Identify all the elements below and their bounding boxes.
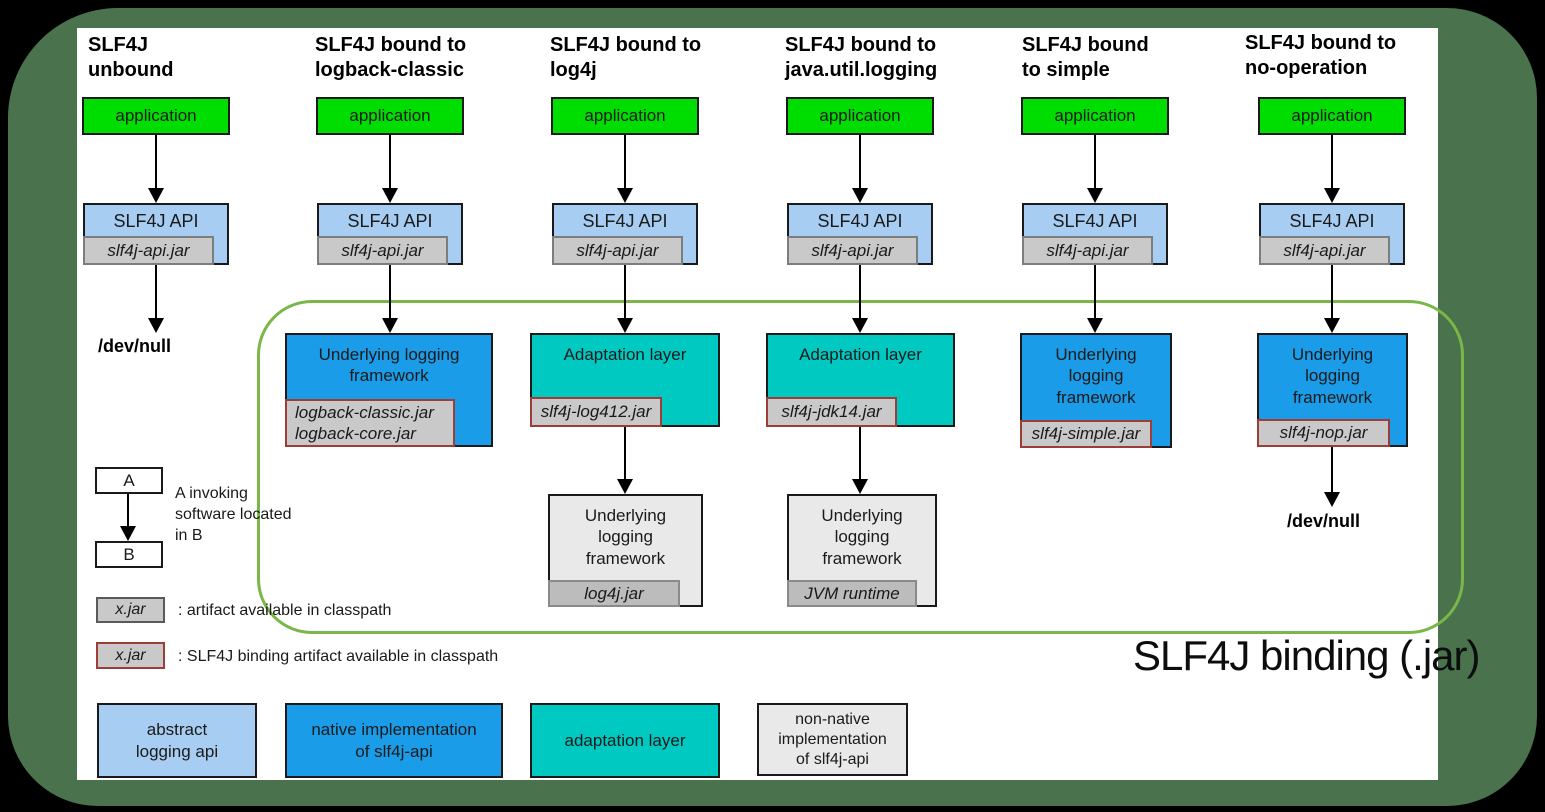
arrow-line [624, 427, 626, 481]
slf4j-api-label: SLF4J API [347, 211, 433, 231]
artifact-jar-box-jvm: JVM runtime [787, 580, 917, 607]
arrow-head [617, 188, 633, 203]
binding-jar-box-log4j: slf4j-log412.jar [530, 397, 662, 427]
slf4j-api-jar-box: slf4j-api.jar [83, 236, 214, 265]
slf4j-api-box: SLF4J API slf4j-api.jar [1022, 203, 1168, 265]
binding-outline-label: SLF4J binding (.jar) [1133, 632, 1480, 679]
underlying-framework-label: Underlying logging framework [821, 506, 903, 568]
arrow-line [389, 135, 391, 190]
binding-jar-box-jul: slf4j-jdk14.jar [766, 397, 897, 427]
underlying-framework-box-log4j: Underlying logging framework log4j.jar [548, 494, 703, 607]
column-header-simple: SLF4J bound to simple [1022, 34, 1149, 81]
slf4j-api-box: SLF4J API slf4j-api.jar [83, 203, 229, 265]
category-native-impl-box: native implementation of slf4j-api [285, 703, 503, 778]
slf4j-api-box: SLF4J API slf4j-api.jar [787, 203, 933, 265]
column-header-unbound: SLF4J unbound [88, 34, 174, 81]
application-box: application [1021, 97, 1169, 135]
devnull-label: /dev/null [98, 336, 172, 356]
slf4j-api-jar-box: slf4j-api.jar [552, 236, 683, 265]
application-box: application [82, 97, 230, 135]
arrow-line [389, 265, 391, 320]
arrow-line [1331, 447, 1333, 494]
arrow-head [1324, 188, 1340, 203]
arrow-line [859, 427, 861, 481]
slf4j-api-label: SLF4J API [1289, 211, 1375, 231]
underlying-framework-label: Underlying logging framework [318, 345, 460, 386]
slf4j-api-box: SLF4J API slf4j-api.jar [1259, 203, 1405, 265]
category-non-native-box: non-native implementation of slf4j-api [757, 703, 908, 776]
arrow-line [624, 135, 626, 190]
application-box: application [786, 97, 934, 135]
slf4j-api-label: SLF4J API [113, 211, 199, 231]
slf4j-api-label: SLF4J API [1052, 211, 1138, 231]
legend-artifact-caption: : artifact available in classpath [178, 602, 392, 619]
arrow-line [1094, 135, 1096, 190]
slf4j-api-jar-box: slf4j-api.jar [787, 236, 918, 265]
arrow-head [1087, 318, 1103, 333]
arrow-head [852, 318, 868, 333]
underlying-framework-label: Underlying logging framework [1291, 345, 1374, 407]
legend-artifact-jar-box: x.jar [96, 597, 165, 623]
underlying-framework-box-jul: Underlying logging framework JVM runtime [787, 494, 937, 607]
arrow-head [1087, 188, 1103, 203]
column-header-nop: SLF4J bound to no-operation [1245, 32, 1397, 79]
arrow-head [1324, 492, 1340, 507]
slf4j-api-box: SLF4J API slf4j-api.jar [552, 203, 698, 265]
underlying-framework-label: Underlying logging framework [1055, 345, 1137, 407]
application-box: application [1258, 97, 1406, 135]
binding-jar-box-logback: logback-classic.jar logback-core.jar [285, 399, 455, 447]
devnull-label: /dev/null [1287, 511, 1361, 531]
legend-b-box: B [95, 541, 163, 568]
slf4j-api-jar-box: slf4j-api.jar [317, 236, 448, 265]
application-box: application [551, 97, 699, 135]
arrow-line [1331, 265, 1333, 320]
arrow-line [1331, 135, 1333, 190]
binding-jar-box-nop: slf4j-nop.jar [1257, 419, 1390, 447]
slf4j-api-jar-box: slf4j-api.jar [1259, 236, 1390, 265]
arrow-head [852, 479, 868, 494]
arrow-head [382, 188, 398, 203]
underlying-framework-box-logback: Underlying logging framework logback-cla… [285, 333, 493, 447]
legend-binding-caption: : SLF4J binding artifact available in cl… [178, 648, 499, 665]
arrow-head [148, 188, 164, 203]
arrow-head [120, 526, 136, 541]
arrow-head [1324, 318, 1340, 333]
arrow-head [852, 188, 868, 203]
arrow-line [859, 135, 861, 190]
arrow-line [859, 265, 861, 320]
category-abstract-api-box: abstract logging api [97, 703, 257, 778]
arrow-line [624, 265, 626, 320]
adaptation-layer-label: Adaptation layer [563, 345, 687, 364]
column-header-jul: SLF4J bound to java.util.logging [785, 34, 938, 81]
column-header-logback: SLF4J bound to logback-classic [315, 34, 467, 81]
arrow-head [617, 479, 633, 494]
arrow-head [617, 318, 633, 333]
arrow-line [1094, 265, 1096, 320]
slf4j-api-jar-box: slf4j-api.jar [1022, 236, 1153, 265]
artifact-jar-box-log4j: log4j.jar [548, 580, 680, 607]
arrow-line [155, 135, 157, 190]
adaptation-layer-box-log4j: Adaptation layer slf4j-log412.jar [530, 333, 720, 427]
binding-jar-box-simple: slf4j-simple.jar [1020, 420, 1152, 448]
adaptation-layer-box-jul: Adaptation layer slf4j-jdk14.jar [766, 333, 955, 427]
category-adaptation-layer-box: adaptation layer [530, 703, 720, 778]
underlying-framework-box-simple: Underlying logging framework slf4j-simpl… [1020, 333, 1172, 448]
adaptation-layer-label: Adaptation layer [799, 345, 922, 364]
legend-binding-jar-box: x.jar [96, 642, 165, 669]
underlying-framework-label: Underlying logging framework [584, 506, 667, 568]
legend-invoke-caption: A invoking software located in B [175, 485, 292, 544]
slf4j-api-label: SLF4J API [817, 211, 903, 231]
arrow-line [155, 265, 157, 320]
slf4j-api-box: SLF4J API slf4j-api.jar [317, 203, 463, 265]
legend-a-box: A [95, 467, 163, 494]
slf4j-api-label: SLF4J API [582, 211, 668, 231]
column-header-log4j: SLF4J bound to log4j [550, 34, 702, 81]
arrow-head [382, 318, 398, 333]
underlying-framework-box-nop: Underlying logging framework slf4j-nop.j… [1257, 333, 1408, 447]
arrow-line [127, 494, 129, 528]
arrow-head [148, 318, 164, 333]
application-box: application [316, 97, 464, 135]
